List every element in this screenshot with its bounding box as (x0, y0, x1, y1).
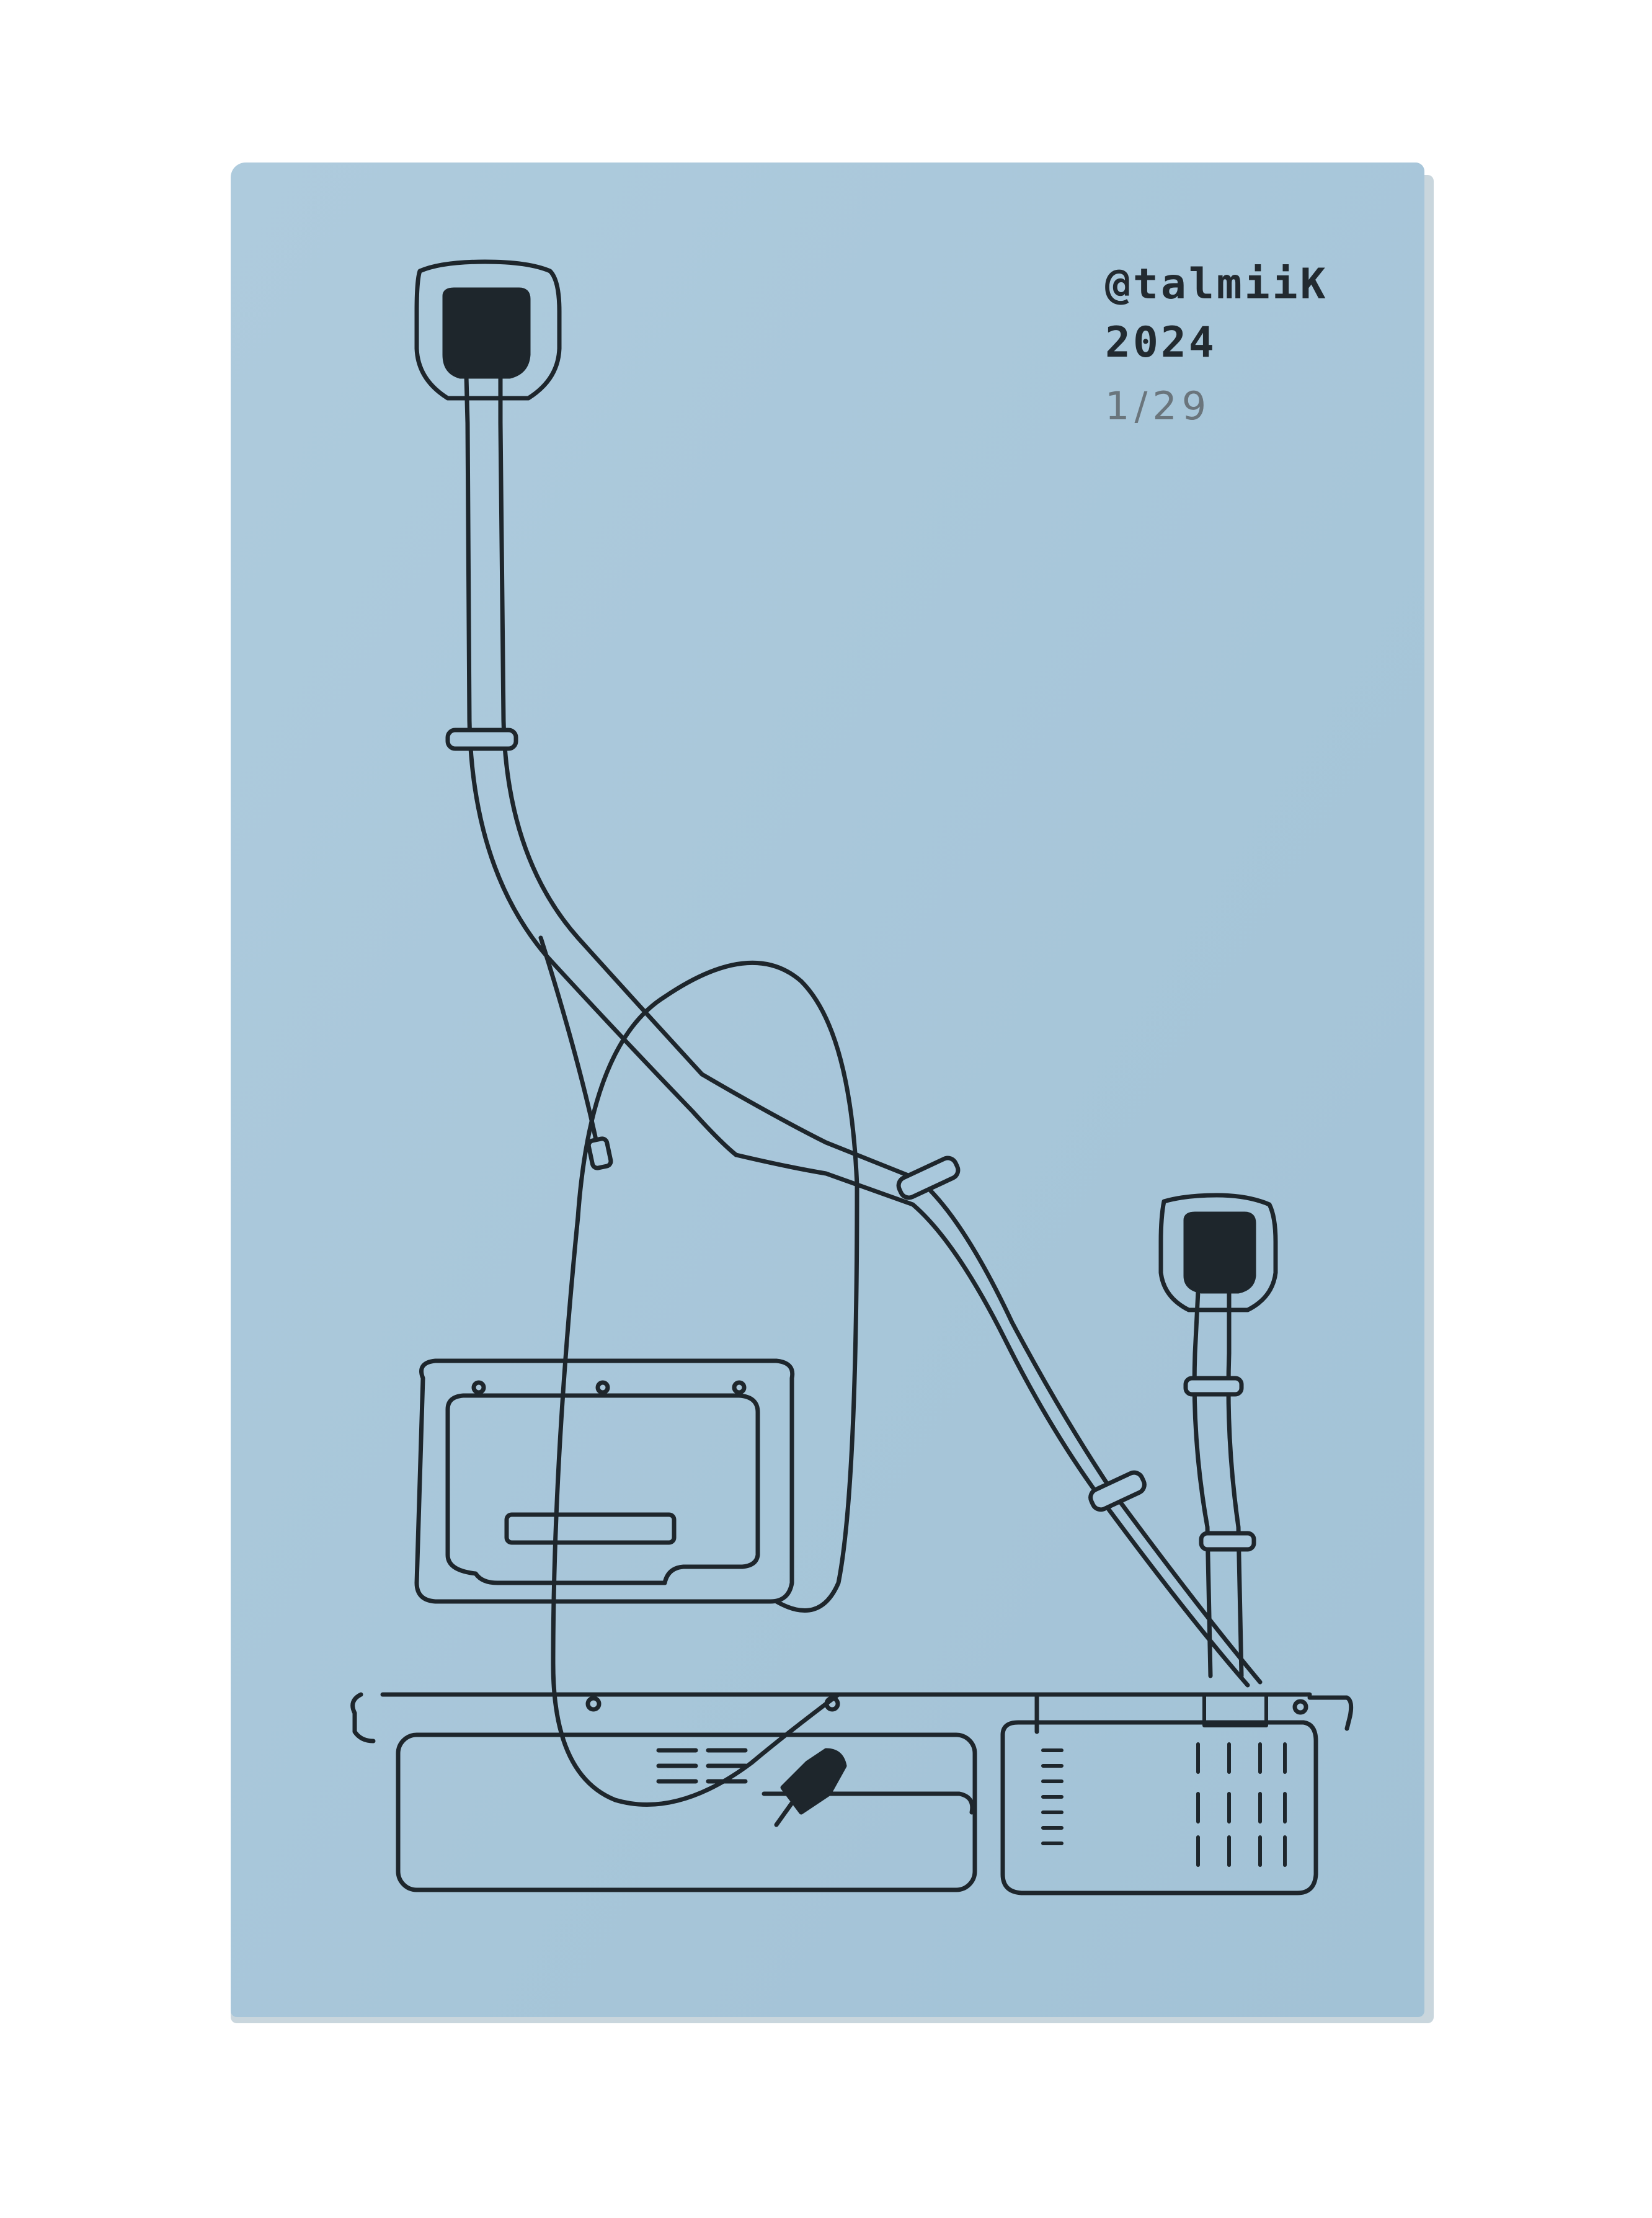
artist-credit: @talmiiK 2024 1/29 (1105, 256, 1328, 435)
artist-handle: @talmiiK (1105, 260, 1328, 309)
top-socket (414, 259, 562, 401)
cover-illustration (231, 163, 1424, 2017)
long-cable (699, 1072, 1263, 1688)
zine-cover: @talmiiK 2024 1/29 (231, 163, 1424, 2017)
base-plug (774, 1748, 847, 1827)
top-cable (445, 374, 739, 1157)
computer-unit (350, 1692, 1354, 1895)
artist-year: 2024 (1105, 318, 1217, 367)
right-unit-vents (1041, 1693, 1287, 1867)
monitor (414, 1358, 795, 1604)
edition-number: 1/29 (1105, 383, 1212, 429)
right-socket (1158, 1193, 1278, 1312)
cover-paper (231, 163, 1424, 2017)
right-cable (1183, 1289, 1256, 1678)
